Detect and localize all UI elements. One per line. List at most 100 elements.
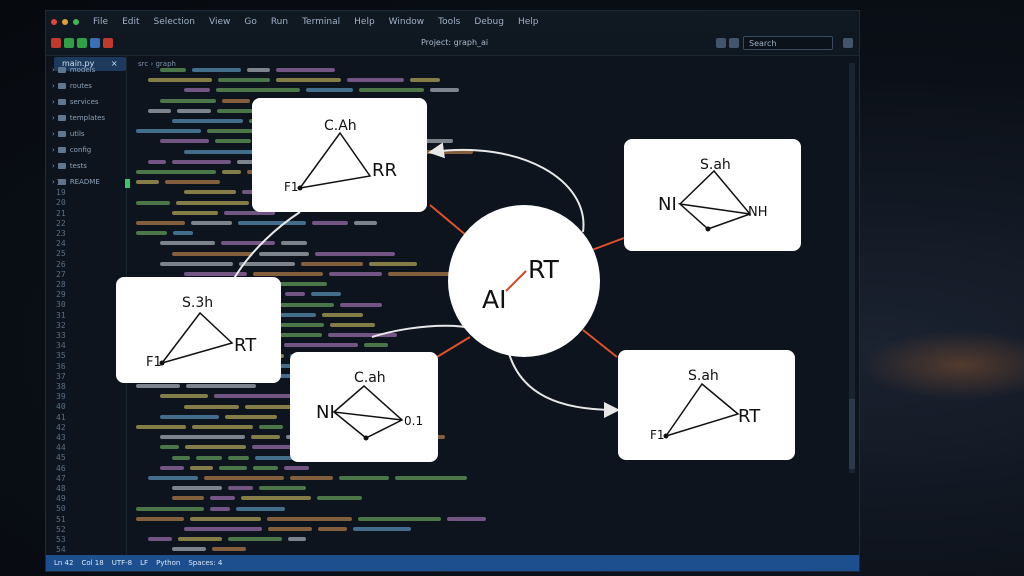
folder-icon bbox=[57, 115, 66, 121]
breakpoint-icon[interactable] bbox=[103, 38, 113, 48]
chevron-right-icon: › bbox=[52, 178, 55, 186]
folder-icon bbox=[57, 163, 66, 169]
tab-main[interactable]: main.py × bbox=[54, 57, 126, 71]
menu-window[interactable]: Window bbox=[388, 17, 425, 27]
code-token bbox=[185, 445, 246, 450]
line-number: 46 bbox=[56, 463, 66, 473]
code-token bbox=[165, 180, 220, 185]
code-token bbox=[284, 465, 309, 470]
node-label-top: S.ah bbox=[700, 157, 731, 173]
menu-selection[interactable]: Selection bbox=[153, 17, 195, 27]
close-window-icon[interactable] bbox=[51, 19, 57, 25]
line-number: 33 bbox=[56, 331, 66, 340]
menu-file[interactable]: File bbox=[93, 17, 109, 27]
code-token bbox=[215, 139, 251, 144]
menu-bar: File Edit Selection View Go Run Terminal… bbox=[46, 11, 859, 33]
code-token bbox=[330, 323, 375, 327]
code-token bbox=[136, 170, 216, 174]
code-token bbox=[236, 506, 285, 511]
menu-help[interactable]: Help bbox=[354, 17, 375, 27]
code-token bbox=[160, 394, 208, 399]
settings-icon[interactable] bbox=[843, 38, 853, 48]
record-icon[interactable] bbox=[51, 38, 61, 48]
line-number: 51 bbox=[56, 514, 66, 524]
node-label-top: S.ah bbox=[688, 368, 719, 384]
menu-help-2[interactable]: Help bbox=[517, 17, 539, 27]
node-label-left: F1 bbox=[650, 428, 665, 442]
sidebar-item-templates[interactable]: › templates bbox=[52, 112, 105, 124]
sidebar-item-models[interactable]: › models bbox=[52, 64, 95, 76]
sidebar-item-config[interactable]: ›config bbox=[52, 144, 91, 156]
chevron-right-icon: › bbox=[52, 66, 55, 74]
status-eol[interactable]: LF bbox=[140, 559, 149, 567]
code-token bbox=[237, 159, 261, 164]
node-label-right: RT bbox=[234, 335, 257, 356]
sidebar-item-routes[interactable]: ›routes bbox=[52, 80, 92, 92]
split-icon[interactable] bbox=[729, 38, 739, 48]
node-label-left: NI bbox=[316, 402, 335, 423]
sidebar-item-readme[interactable]: › README bbox=[52, 176, 100, 188]
tab-close-icon[interactable]: × bbox=[110, 59, 118, 68]
editor-scrollbar[interactable] bbox=[849, 63, 855, 473]
line-number: 19 bbox=[56, 188, 66, 198]
line-number: 27 bbox=[56, 269, 66, 279]
line-number: 28 bbox=[56, 280, 66, 289]
menu-debug[interactable]: Debug bbox=[474, 17, 504, 27]
code-token bbox=[148, 108, 171, 113]
stop-icon[interactable] bbox=[90, 38, 100, 48]
status-language[interactable]: Python bbox=[156, 559, 181, 567]
debug-icon[interactable] bbox=[77, 38, 87, 48]
layout-icon[interactable] bbox=[716, 38, 726, 48]
sidebar-item-utils[interactable]: ›utils bbox=[52, 128, 85, 140]
code-token bbox=[172, 486, 222, 491]
code-token bbox=[136, 129, 201, 134]
code-token bbox=[225, 414, 277, 419]
menu-view[interactable]: View bbox=[208, 17, 231, 27]
code-token bbox=[318, 527, 347, 531]
code-token bbox=[395, 476, 467, 480]
code-token bbox=[218, 78, 270, 83]
node-label-top: C.ah bbox=[354, 370, 386, 386]
node-label-right: RR bbox=[372, 160, 398, 181]
status-column[interactable]: Col 18 bbox=[81, 559, 104, 567]
code-token bbox=[259, 251, 309, 256]
accent-line-bottom-right bbox=[582, 329, 618, 358]
menu-edit[interactable]: Edit bbox=[122, 17, 140, 27]
editor-scrollbar-thumb[interactable] bbox=[849, 399, 855, 469]
code-token bbox=[268, 527, 312, 531]
status-indent[interactable]: Spaces: 4 bbox=[188, 559, 223, 567]
search-input[interactable]: Search bbox=[743, 36, 833, 50]
menu-terminal[interactable]: Terminal bbox=[302, 17, 341, 27]
search-placeholder: Search bbox=[749, 39, 777, 48]
line-number: 37 bbox=[56, 371, 66, 381]
sidebar-item-services[interactable]: ›services bbox=[52, 96, 99, 108]
sidebar-item-tests[interactable]: ›tests bbox=[52, 160, 87, 172]
menu-go[interactable]: Go bbox=[244, 17, 257, 27]
sidebar-item-label: models bbox=[69, 66, 96, 74]
run-icon[interactable] bbox=[64, 38, 74, 48]
code-token bbox=[301, 261, 363, 266]
menu-tools[interactable]: Tools bbox=[438, 17, 461, 27]
code-token bbox=[172, 251, 253, 256]
connector-hub-to-card-top-left bbox=[428, 142, 585, 233]
code-token bbox=[173, 231, 193, 236]
code-token bbox=[284, 343, 358, 348]
connector-card-left-to-card-top-left bbox=[231, 211, 301, 283]
code-token bbox=[322, 312, 363, 317]
menu-run[interactable]: Run bbox=[270, 17, 289, 27]
status-encoding[interactable]: UTF-8 bbox=[111, 559, 133, 567]
diagram-card-top-right: S.ah NI NH bbox=[624, 139, 801, 251]
code-token bbox=[329, 272, 382, 276]
sidebar-item-label: README bbox=[69, 178, 100, 186]
chevron-right-icon: › bbox=[52, 114, 55, 122]
minimize-window-icon[interactable] bbox=[62, 19, 68, 25]
code-token bbox=[210, 506, 230, 511]
code-token bbox=[160, 445, 179, 450]
status-line[interactable]: Ln 42 bbox=[54, 559, 74, 567]
line-number: 25 bbox=[56, 249, 66, 259]
code-token bbox=[184, 190, 236, 195]
maximize-window-icon[interactable] bbox=[73, 19, 79, 25]
hub-link-line bbox=[505, 270, 527, 292]
sidebar-item-label: templates bbox=[69, 114, 106, 122]
code-token bbox=[148, 476, 198, 480]
